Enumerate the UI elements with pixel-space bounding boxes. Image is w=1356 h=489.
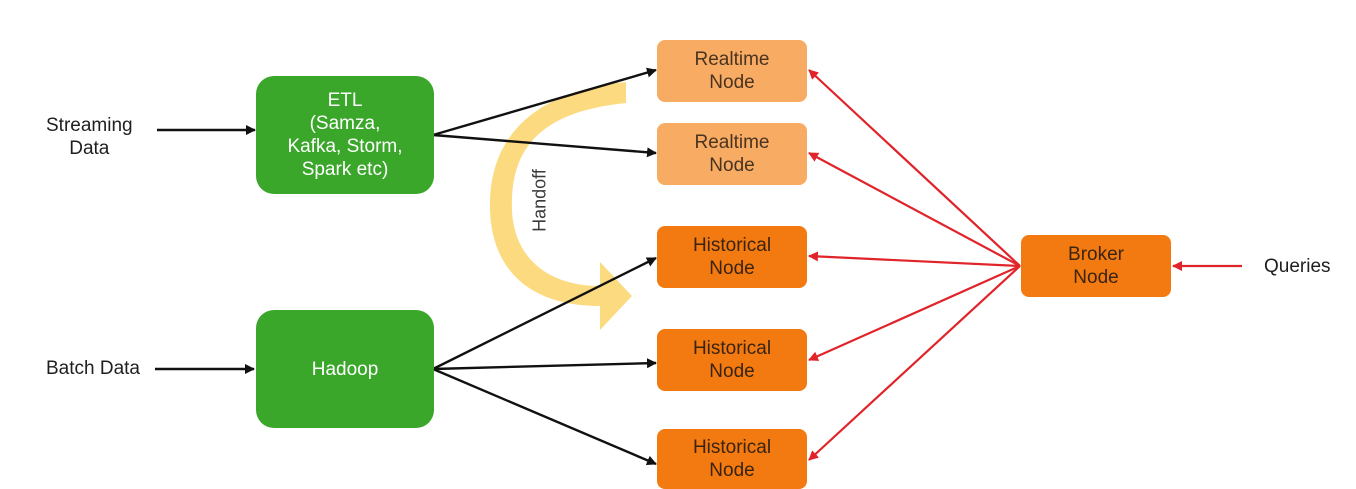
realtime-node-1: Realtime Node: [657, 40, 807, 102]
historical-node-2: Historical Node: [657, 329, 807, 391]
etl-detail: (Samza, Kafka, Storm, Spark etc): [287, 113, 403, 180]
edge-broker-to-historical-3: [808, 265, 1021, 461]
realtime-node-2: Realtime Node: [657, 123, 807, 185]
edge-broker-to-realtime-2: [808, 152, 1021, 267]
batch-data-label: Batch Data: [46, 358, 140, 379]
historical-node-1: Historical Node: [657, 226, 807, 288]
edge-broker-to-realtime-1: [808, 69, 1021, 267]
historical-node-label: Historical Node: [692, 235, 772, 279]
etl-title: ETL: [327, 90, 363, 111]
historical-node-label: Historical Node: [692, 437, 772, 481]
queries-label: Queries: [1264, 256, 1331, 277]
edge-hadoop-to-historical-1: [432, 256, 657, 371]
hadoop-label: Hadoop: [311, 358, 379, 380]
etl-box: ETL (Samza, Kafka, Storm, Spark etc): [256, 76, 434, 194]
realtime-node-label: Realtime Node: [694, 132, 770, 176]
edge-broker-to-historical-2: [808, 264, 1021, 362]
streaming-data-label: Streaming Data: [46, 115, 133, 159]
edge-etl-to-realtime-2: [432, 133, 657, 158]
historical-node-3: Historical Node: [657, 429, 807, 489]
hadoop-box: Hadoop: [256, 310, 434, 428]
handoff-label: Handoff: [529, 169, 550, 232]
handoff-arrow: [489, 82, 632, 330]
historical-node-label: Historical Node: [692, 338, 772, 382]
edge-broker-to-historical-1: [808, 251, 1021, 268]
edge-etl-to-realtime-1: [432, 67, 657, 137]
edge-hadoop-to-historical-3: [432, 367, 657, 466]
broker-node-label: Broker Node: [1068, 244, 1124, 288]
broker-node: Broker Node: [1021, 235, 1171, 297]
realtime-node-label: Realtime Node: [694, 49, 770, 93]
edge-hadoop-to-historical-2: [432, 358, 657, 371]
